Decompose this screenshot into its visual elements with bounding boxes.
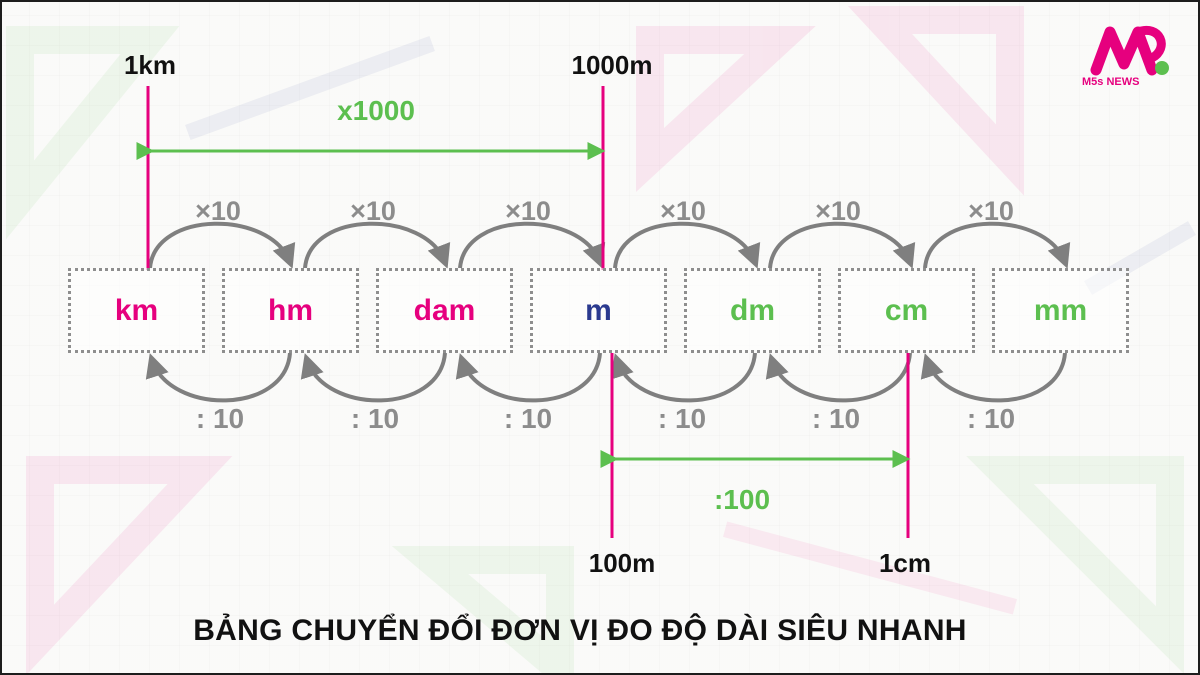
divide-arrows [145,352,1067,403]
divide-arrow [610,352,757,403]
unit-box-cm: cm [838,268,975,353]
page-title: BẢNG CHUYỂN ĐỔI ĐƠN VỊ ĐO ĐỘ DÀI SIÊU NH… [193,614,967,647]
divide-arrow [920,352,1067,403]
divide-label: : 10 [503,403,553,434]
unit-box-hm: hm [222,268,359,353]
unit-box-m: m [530,268,667,353]
example-arrows [136,142,911,468]
divide-label: : 10 [350,403,400,434]
divide-label: : 10 [195,403,245,434]
multiply-label: ×10 [815,196,861,226]
divide-arrow [765,352,912,403]
divide-label: : 10 [966,403,1016,434]
unit-label: cm [884,293,929,327]
multiply-arrow [458,221,606,269]
logo-brand: M5s [1082,76,1104,88]
divide-arrow [145,352,292,403]
multiply-label: ×10 [350,196,396,226]
unit-box-km: km [68,268,205,353]
unit-label: dam [413,293,476,327]
unit-label: mm [1033,293,1088,327]
guide-lines [146,86,910,538]
multiply-arrows [148,221,1071,269]
top-to-label: 1000m [571,50,653,80]
multiply-label: ×10 [505,196,551,226]
divide-arrow [300,352,447,403]
multiply-label: ×10 [195,196,241,226]
unit-label: m [585,293,612,327]
unit-box-dm: dm [684,268,821,353]
multiply-arrow [613,221,761,269]
logo-text: M5s NEWS [1082,76,1139,88]
m5s-logo-icon [1090,25,1169,76]
logo-suffix: NEWS [1106,76,1140,88]
unit-box-mm: mm [992,268,1129,353]
multiply-label: ×10 [660,196,706,226]
bottom-factor-label: :100 [713,484,771,515]
multiply-arrow [303,221,451,269]
top-from-label: 1km [123,50,177,80]
bottom-to-label: 1cm [878,548,932,578]
unit-label: dm [730,293,775,327]
divide-label: : 10 [811,403,861,434]
multiply-arrow [148,221,296,269]
unit-label: km [114,293,159,327]
top-factor-label: x1000 [337,95,415,126]
bottom-from-label: 100m [588,548,656,578]
multiply-arrow [923,221,1071,269]
multiply-arrow [768,221,916,269]
unit-box-dam: dam [376,268,513,353]
divide-label: : 10 [657,403,707,434]
unit-label: hm [268,293,313,327]
divide-arrow [455,352,602,403]
multiply-label: ×10 [968,196,1014,226]
